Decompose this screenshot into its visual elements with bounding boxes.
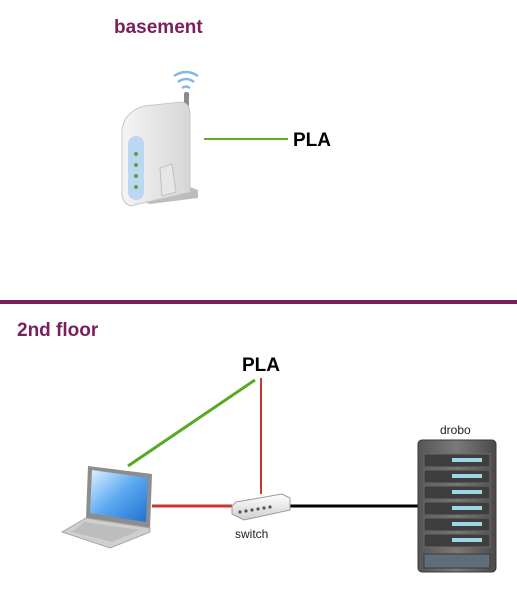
laptop-icon (60, 466, 152, 549)
pla-label-2nd-floor: PLA (242, 355, 280, 376)
pla-label-basement: PLA (293, 130, 331, 151)
floor-label-basement: basement (114, 17, 203, 38)
drobo-label: drobo (440, 423, 471, 437)
storage-server-icon (417, 439, 497, 573)
link-laptop-pla (127, 378, 256, 468)
wifi-router-icon (121, 70, 199, 207)
switch-label: switch (235, 527, 269, 541)
network-switch-icon (231, 493, 291, 521)
floor-label-2nd-floor: 2nd floor (17, 320, 99, 341)
